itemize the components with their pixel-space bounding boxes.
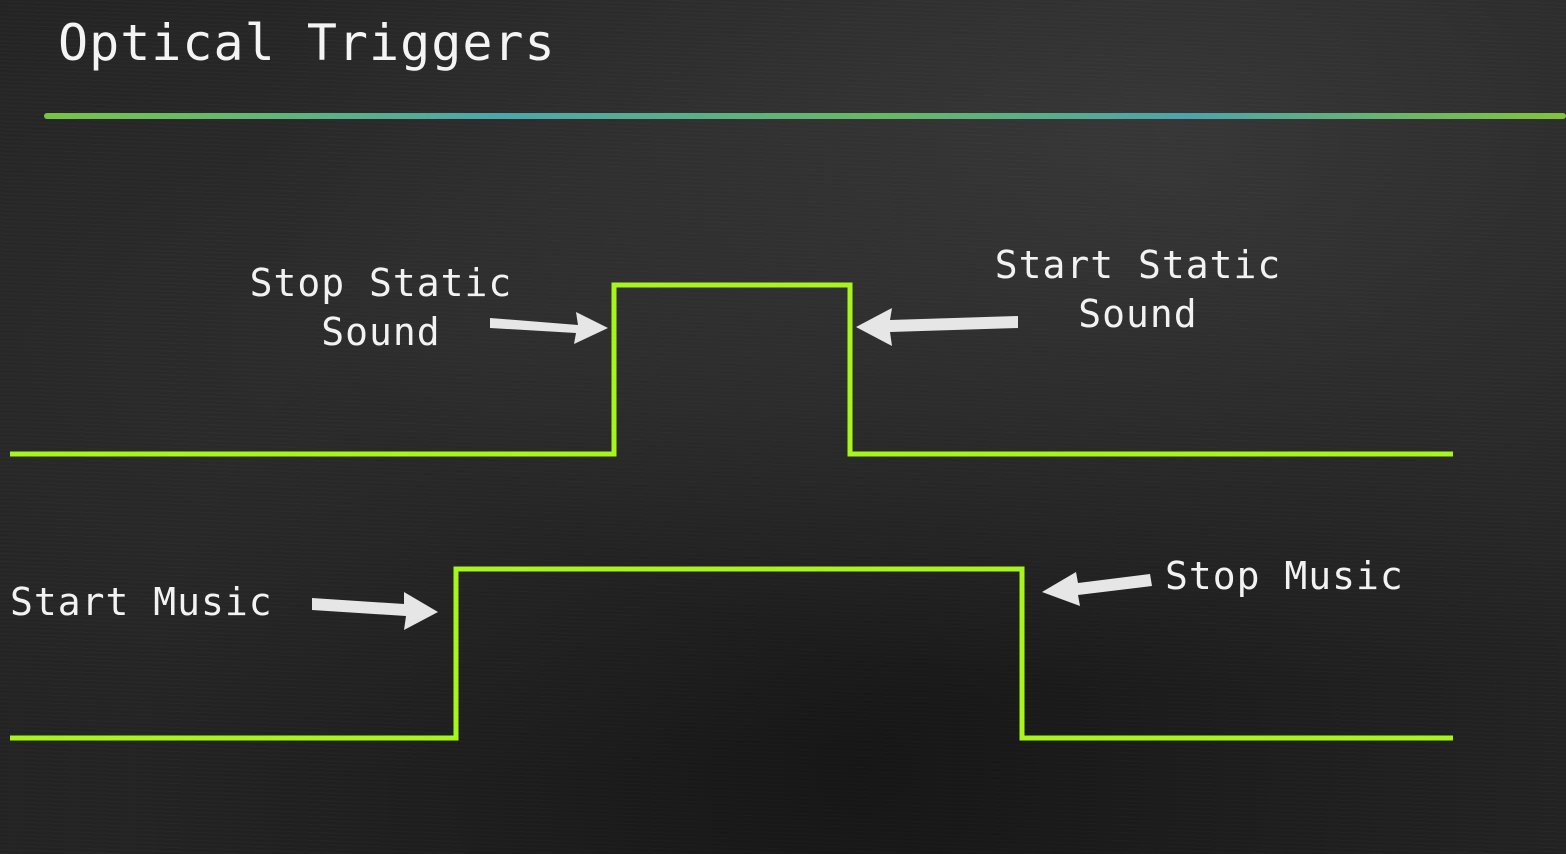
- label-line: Stop Music: [1165, 554, 1404, 598]
- label-line: Start Music: [10, 580, 273, 624]
- arrow-start-static-sound: [856, 308, 1018, 346]
- page-title: Optical Triggers: [58, 14, 556, 72]
- label-start-static-sound: Start Static Sound: [980, 241, 1296, 339]
- label-line: Sound: [1078, 292, 1198, 336]
- music-waveform: [10, 566, 1453, 741]
- arrow-stop-static-sound: [490, 312, 608, 344]
- label-stop-static-sound: Stop Static Sound: [236, 259, 526, 357]
- label-line: Start Static: [994, 243, 1282, 287]
- label-line: Sound: [321, 310, 441, 354]
- label-start-music: Start Music: [10, 578, 273, 627]
- static-sound-waveform: [10, 282, 1453, 457]
- arrow-stop-music: [1042, 572, 1152, 606]
- title-divider: [44, 113, 1566, 119]
- label-line: Stop Static: [249, 261, 513, 305]
- arrow-start-music: [312, 592, 438, 630]
- label-stop-music: Stop Music: [1165, 552, 1404, 601]
